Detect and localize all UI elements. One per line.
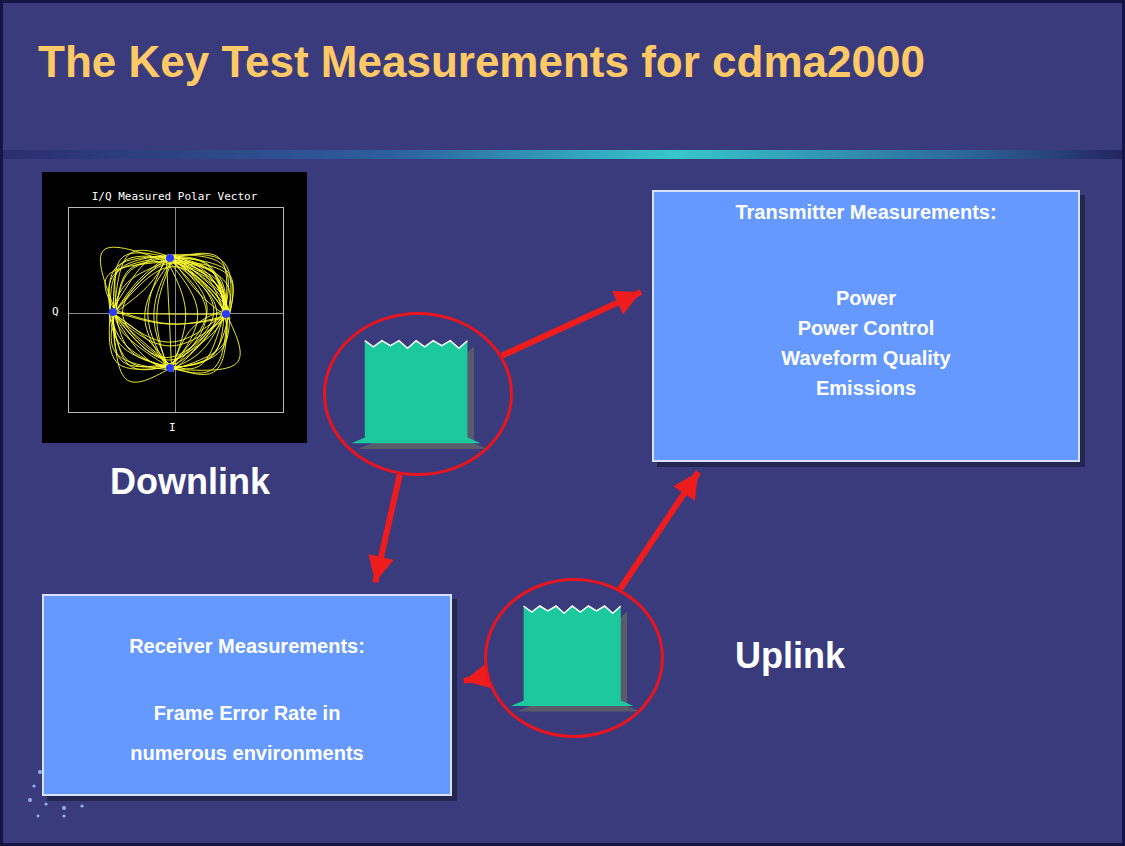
measurement-box: Receiver Measurements: Frame Error Rate i… (42, 594, 452, 796)
logo-dot (44, 802, 47, 805)
iq-trace (171, 256, 224, 311)
logo-dot (28, 798, 32, 802)
iq-trace (171, 261, 225, 317)
title-rule (0, 150, 1125, 159)
iq-trace (167, 260, 186, 366)
measurement-box: Transmitter Measurements: PowerPower Cont… (652, 190, 1080, 462)
iq-traces (100, 247, 240, 382)
arrow-connector (502, 292, 641, 356)
iq-trace (114, 313, 171, 369)
plot-axes-box (69, 208, 284, 413)
arrow-connector (464, 676, 487, 681)
spectrum-figure (323, 312, 513, 476)
iq-trace (169, 311, 224, 368)
plot-title: I/Q Measured Polar Vector (42, 190, 307, 204)
link-label: Downlink (110, 461, 270, 502)
iq-trace (157, 261, 172, 367)
box-item: Emissions (816, 373, 916, 403)
box-heading: Receiver Measurements: (129, 634, 365, 658)
axis-label: Q (52, 305, 59, 319)
box-body: Frame Error Rate in numerous environment… (116, 693, 378, 773)
iq-trace (112, 311, 229, 324)
spectrum-edge (365, 341, 468, 349)
symbol-point (166, 364, 174, 372)
iq-trace (116, 313, 227, 314)
iq-trace (174, 253, 227, 313)
iq-trace (166, 317, 229, 370)
arrow-connector (375, 474, 399, 582)
plot-background (42, 172, 307, 443)
box-heading: Transmitter Measurements: (735, 200, 996, 224)
link-label: Uplink (735, 635, 845, 676)
symbol-point (166, 254, 174, 262)
symbol-points (109, 254, 230, 372)
highlight-ellipse (325, 314, 512, 475)
iq-trace (166, 260, 171, 370)
logo-dot (80, 804, 83, 807)
box-item: Power Control (798, 313, 935, 343)
iq-trace (113, 263, 229, 317)
symbol-point (109, 308, 117, 316)
plot-grid-line (69, 313, 283, 314)
box-item: Waveform Quality (781, 343, 950, 373)
iq-trace (171, 260, 224, 312)
iq-trace (116, 261, 173, 315)
spectrum-shape (352, 341, 481, 444)
spectrum-circle: Downlink (323, 312, 513, 476)
logo-dot (62, 814, 65, 817)
spectrum-figure (484, 578, 664, 738)
highlight-ellipse (486, 580, 663, 737)
iq-constellation-plot (42, 172, 307, 443)
logo-dot (37, 815, 40, 818)
spectrum-shape (511, 606, 633, 706)
symbol-point (222, 310, 230, 318)
axis-label: I (169, 421, 176, 435)
box-item: Power (836, 283, 896, 313)
logo-dot (62, 806, 66, 810)
iq-trace (114, 314, 173, 372)
arrow-connector (620, 472, 698, 589)
iq-trace (111, 312, 228, 346)
slide-title: The Key Test Measurements for cdma2000 (38, 36, 925, 88)
plot-grid-line (175, 208, 176, 412)
logo-dot (32, 784, 35, 787)
spectrum-edge (524, 606, 621, 613)
spectrum-circle: Uplink (484, 578, 664, 738)
iq-trace (170, 259, 224, 364)
